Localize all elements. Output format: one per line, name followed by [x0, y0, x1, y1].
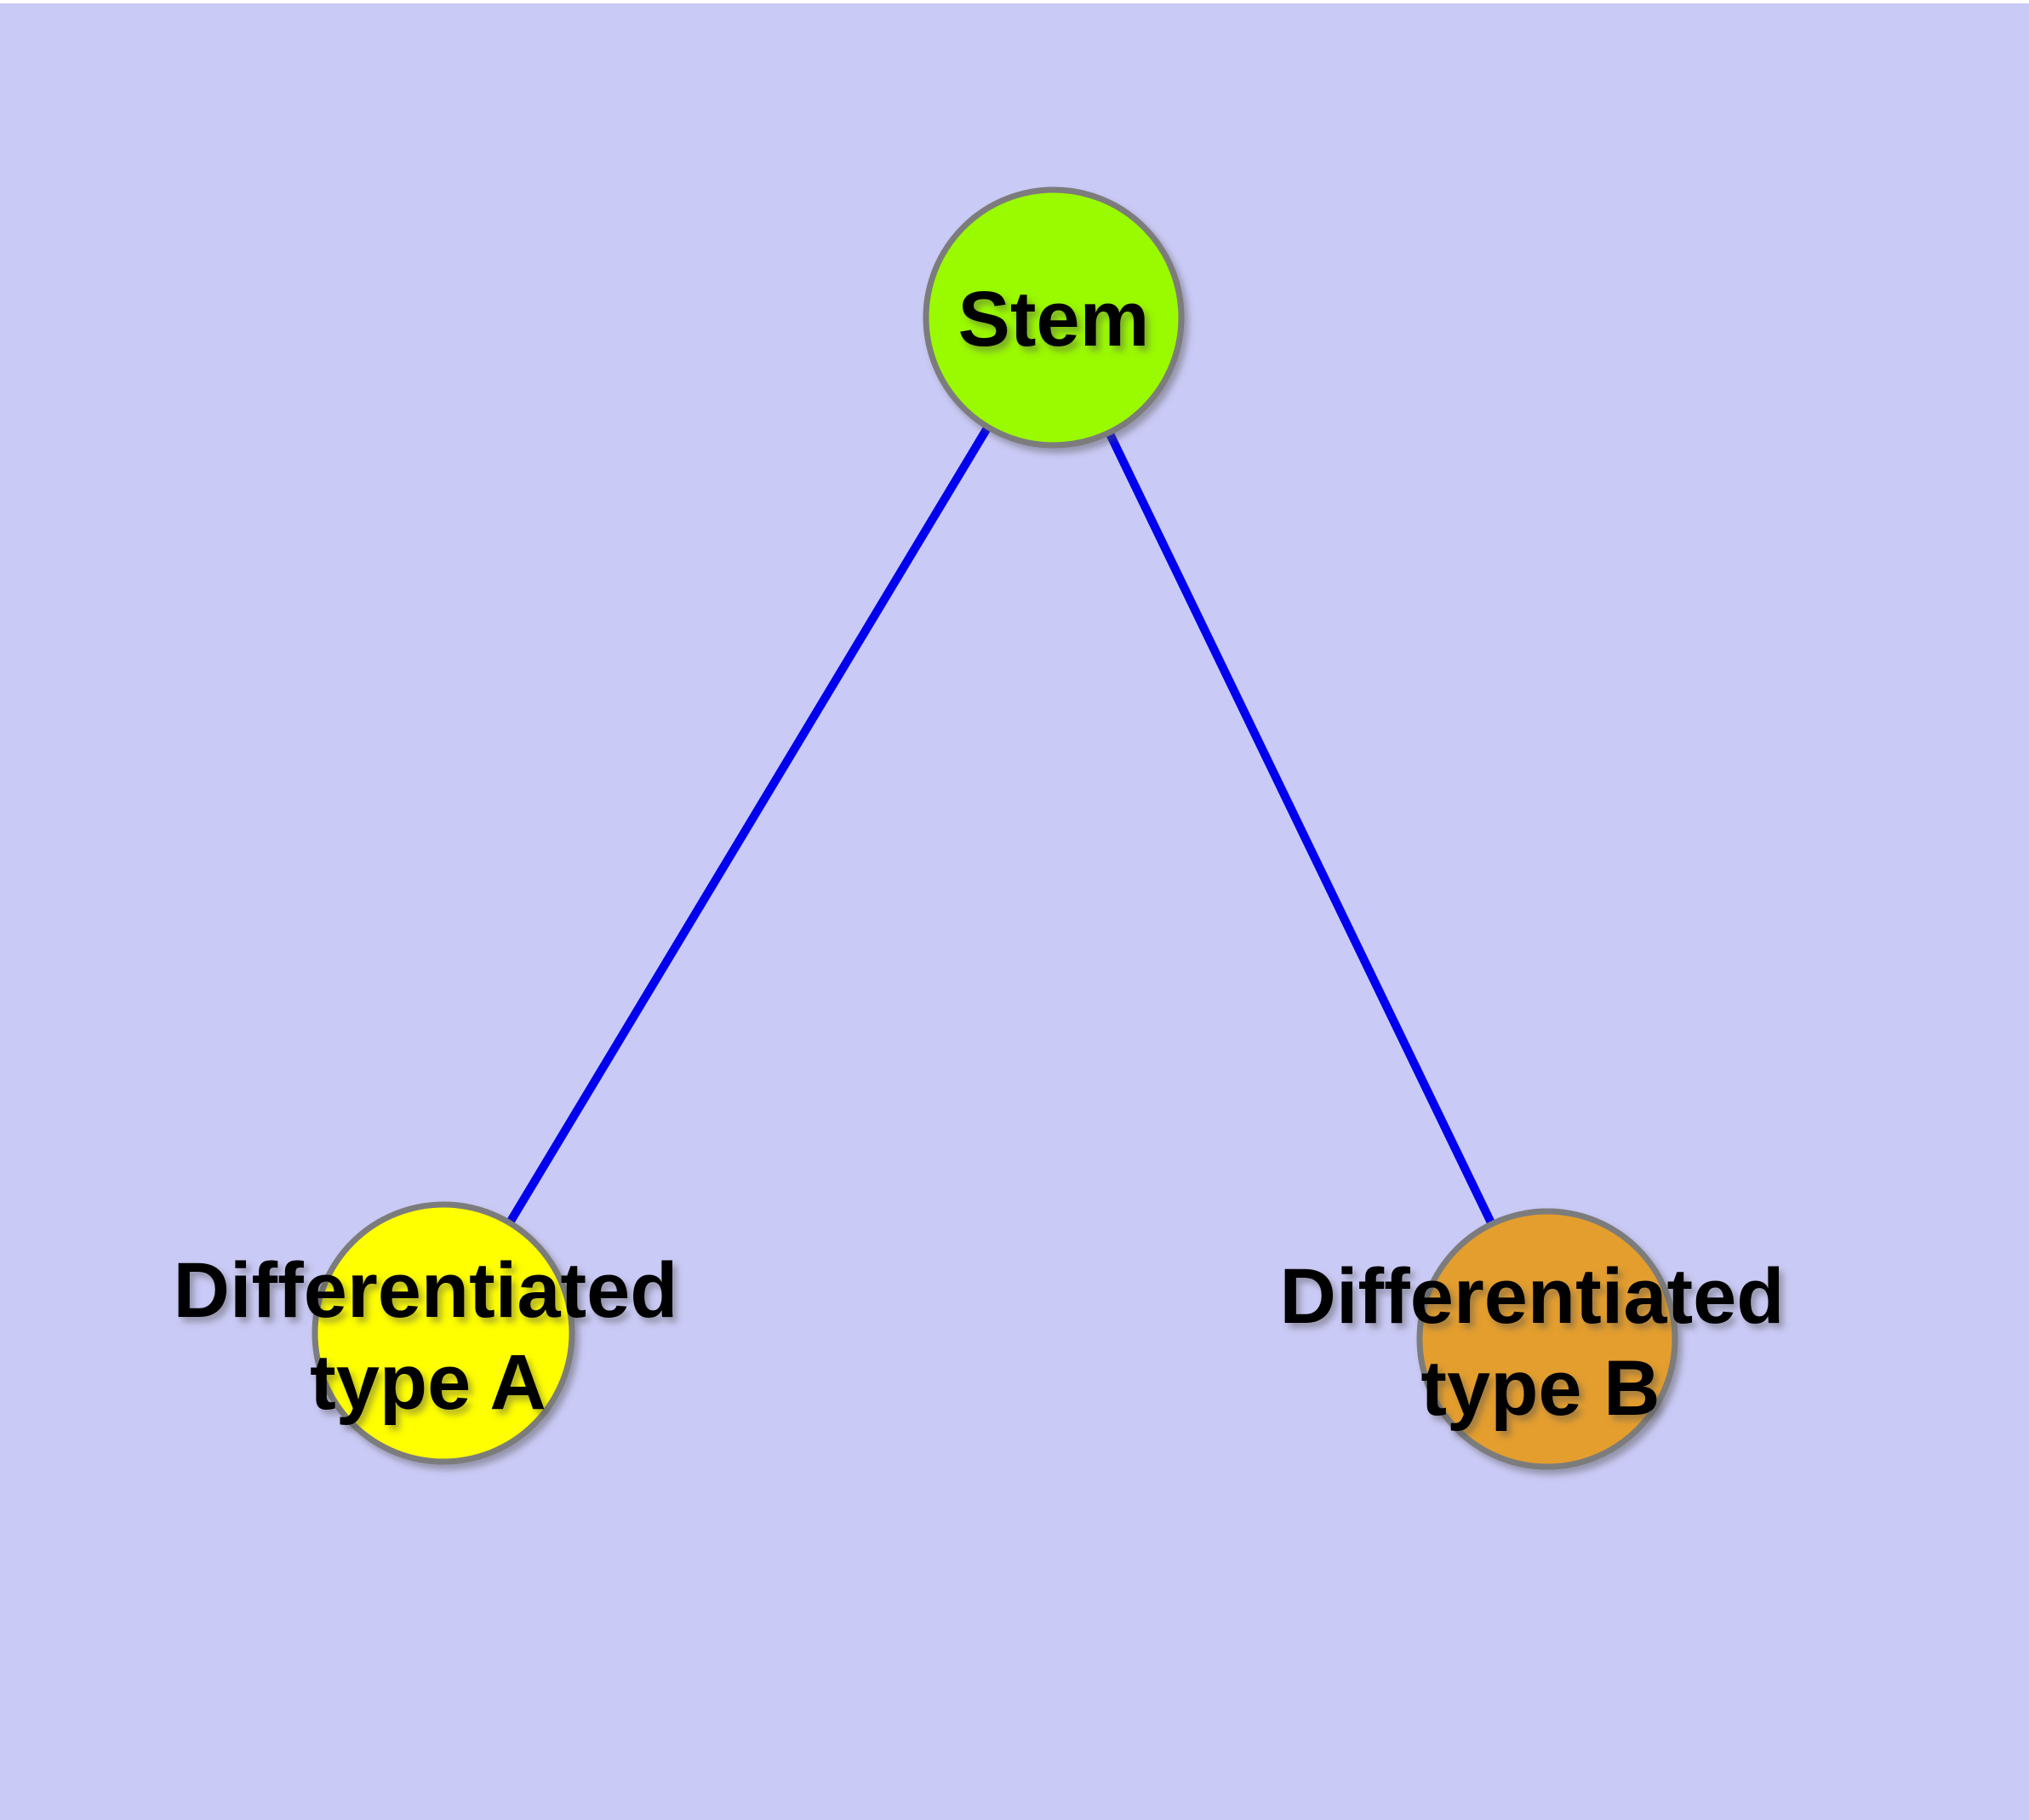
- node-type-a-label-line1: Differentiated: [174, 1247, 678, 1334]
- node-type-b-label-line2: type B: [1420, 1345, 1660, 1432]
- canvas-top-margin: [0, 0, 2029, 3]
- node-stem-circle: [923, 186, 1185, 449]
- node-type-b-label-line1: Differentiated: [1280, 1253, 1785, 1340]
- node-differentiated-type-b: Differentiated type B: [1280, 1208, 1785, 1470]
- edge-stem-to-type-b: [1049, 315, 1552, 1342]
- node-stem: Stem: [923, 186, 1185, 449]
- node-stem-label: Stem: [958, 276, 1150, 363]
- node-type-a-circle: [311, 1201, 575, 1465]
- edge-stem-to-type-a: [439, 315, 1058, 1336]
- node-differentiated-type-a: Differentiated type A: [174, 1201, 678, 1465]
- node-type-a-label-line2: type A: [310, 1339, 546, 1426]
- node-type-b-circle: [1416, 1208, 1678, 1470]
